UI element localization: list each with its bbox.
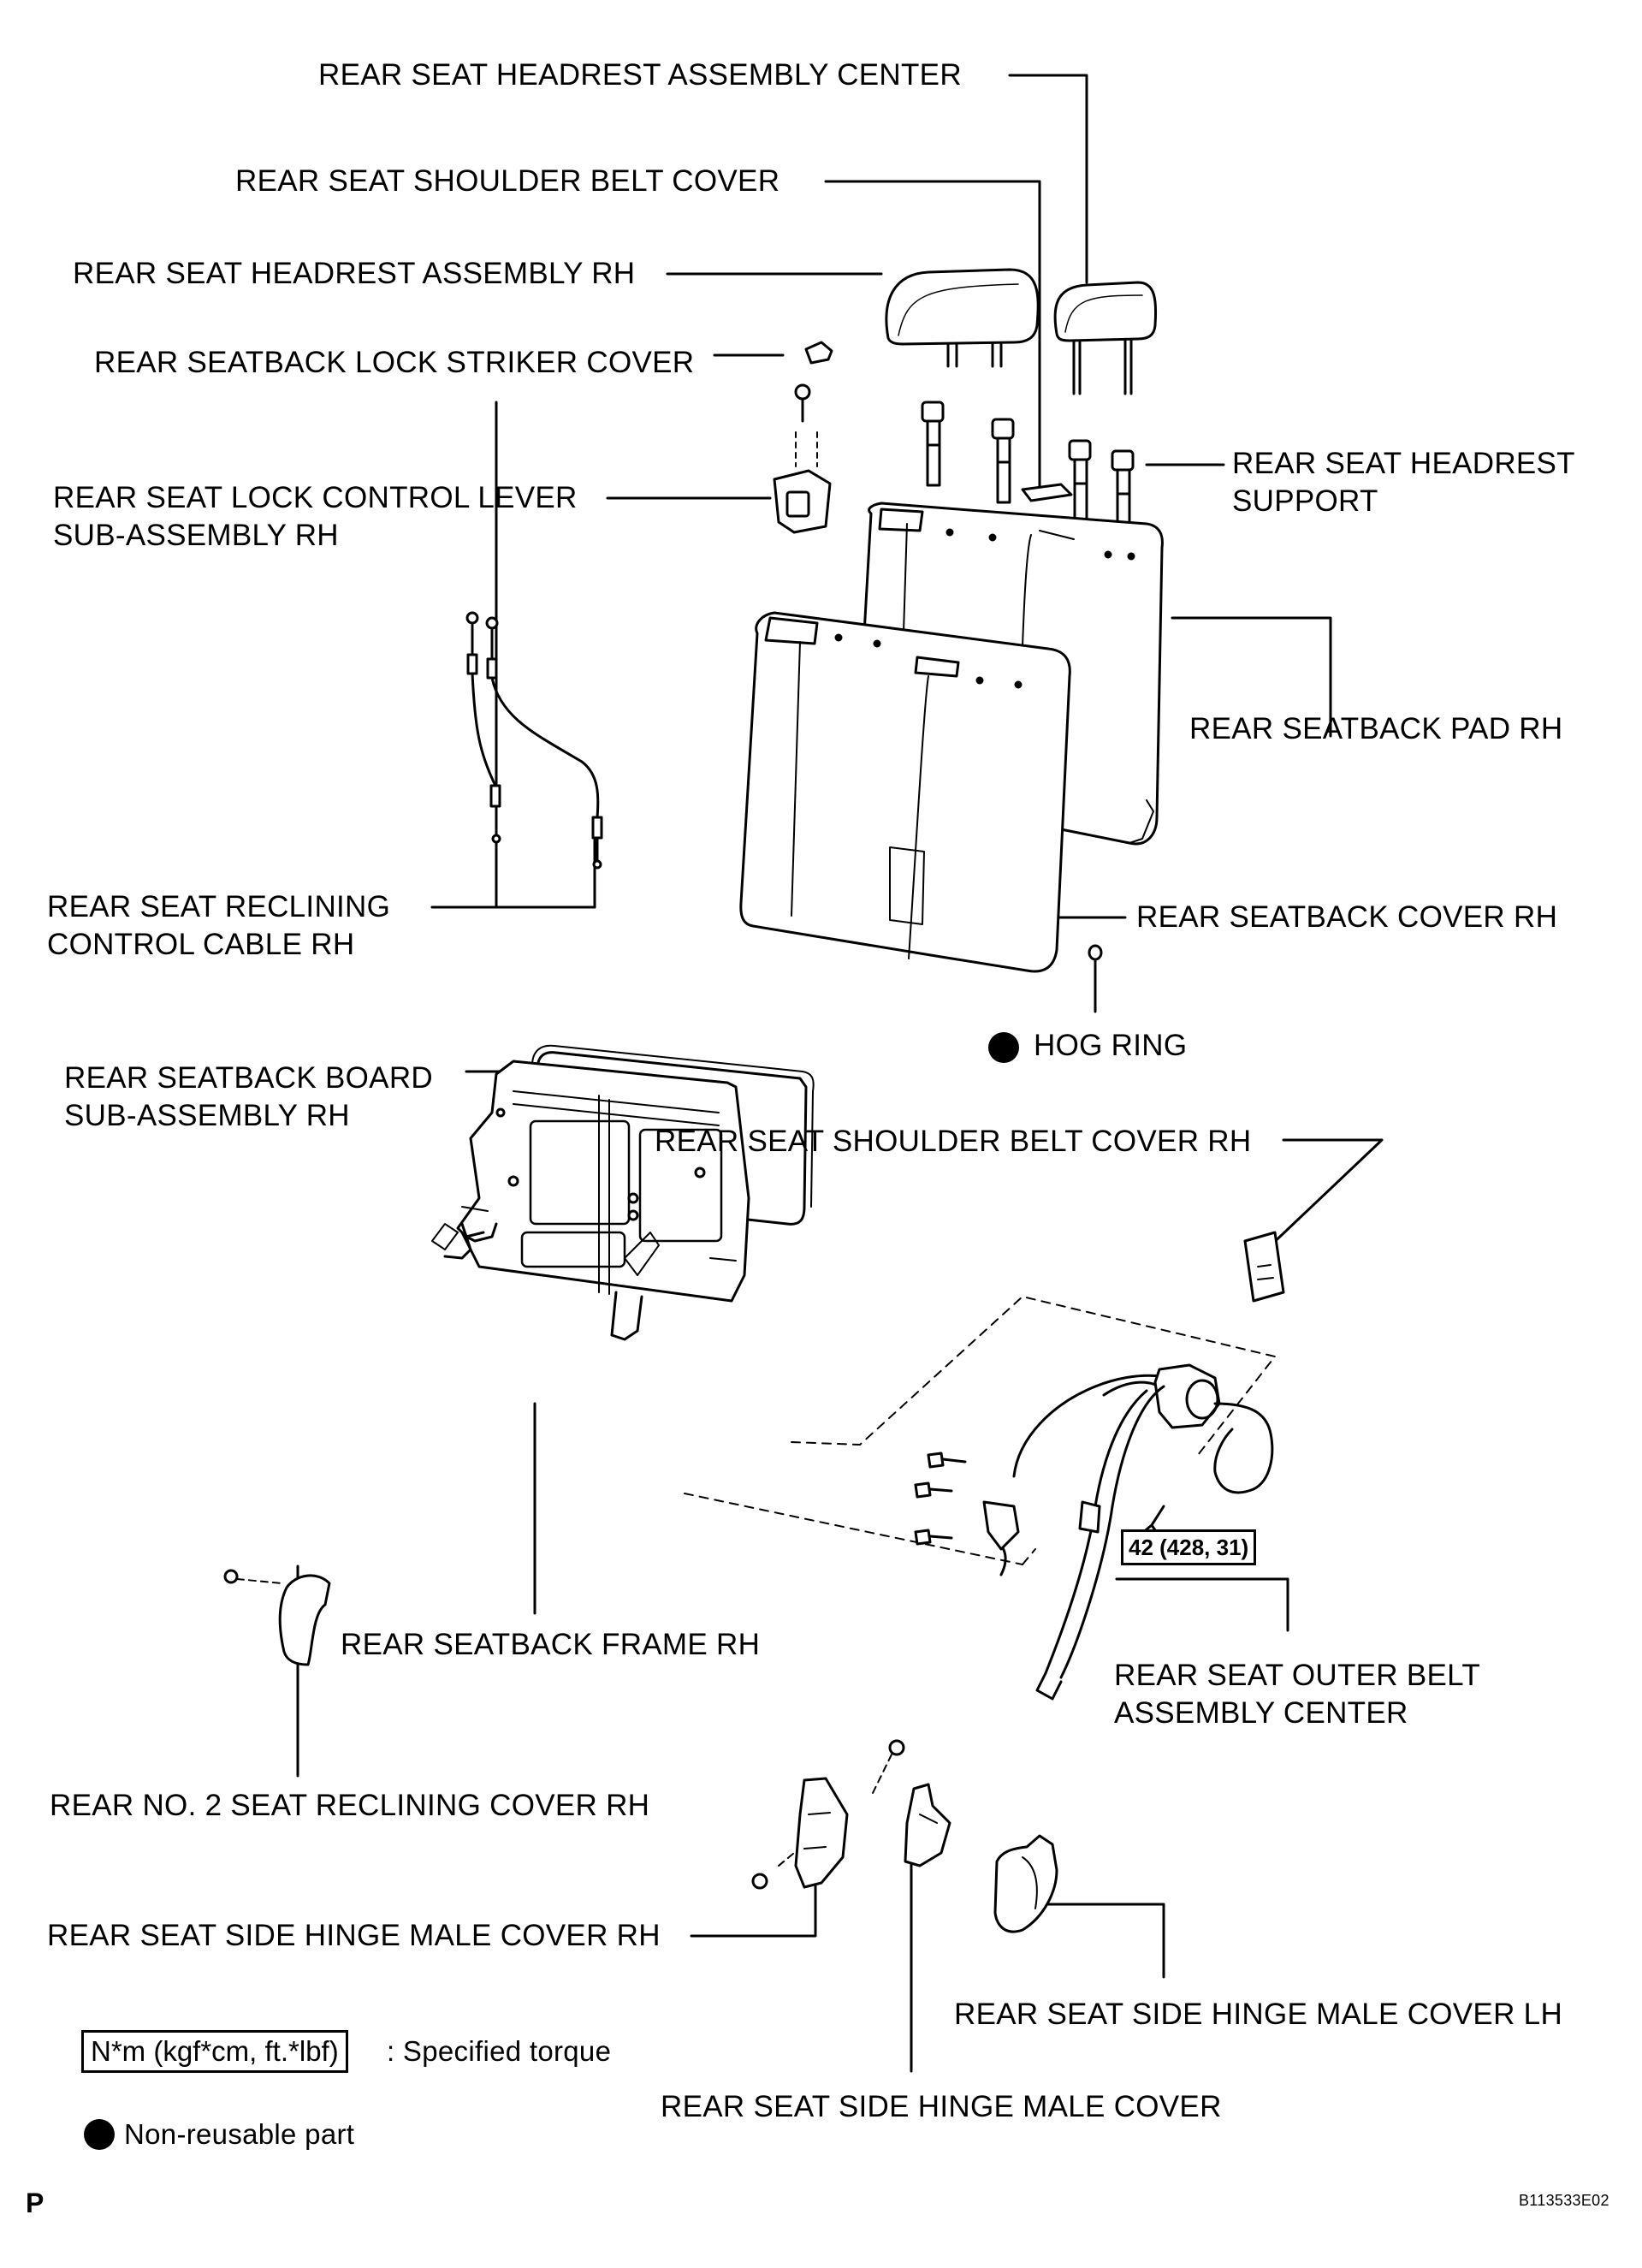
non-reusable-dot-icon <box>988 1032 1019 1063</box>
seatback-cover-part <box>739 611 1071 973</box>
legend-torque-box: N*m (kgf*cm, ft.*lbf) <box>81 2030 348 2073</box>
legend-torque-desc: : Specified torque <box>387 2035 612 2067</box>
legend-non-reusable-dot-icon <box>84 2119 115 2150</box>
lock-striker-cover-part <box>804 341 833 365</box>
figure-id: B113533E02 <box>1519 2192 1609 2209</box>
reclining-cable-part <box>465 611 603 870</box>
label-outer-belt-line1: REAR SEAT OUTER BELT <box>1114 1659 1481 1692</box>
lock-control-lever-part <box>773 383 832 534</box>
legend-non-reusable: Non-reusable part <box>124 2118 355 2150</box>
headrest-center <box>1053 281 1158 395</box>
label-reclining-cable-line1: REAR SEAT RECLINING <box>47 890 391 923</box>
label-hog-ring: HOG RING <box>1034 1029 1188 1062</box>
label-headrest-support: REAR SEAT HEADREST SUPPORT <box>1232 445 1575 520</box>
hinge-cover-rh-part <box>751 1739 905 1890</box>
label-headrest-rh: REAR SEAT HEADREST ASSEMBLY RH <box>73 257 636 290</box>
headrest-supports <box>921 401 1135 536</box>
label-seatback-board-line2: SUB-ASSEMBLY RH <box>64 1099 350 1132</box>
label-lock-control-lever-line2: SUB-ASSEMBLY RH <box>53 519 339 552</box>
hinge-cover-lh-part <box>993 1834 1058 1933</box>
label-seatback-board: REAR SEATBACK BOARD SUB-ASSEMBLY RH <box>64 1060 433 1135</box>
label-lock-control-lever-line1: REAR SEAT LOCK CONTROL LEVER <box>53 481 578 514</box>
label-reclining-cover: REAR NO. 2 SEAT RECLINING COVER RH <box>50 1789 650 1822</box>
label-seatback-pad: REAR SEATBACK PAD RH <box>1189 712 1563 745</box>
hog-ring-part <box>1088 944 1103 961</box>
dashed-alignment-lines <box>684 1296 1276 1565</box>
label-lock-control-lever: REAR SEAT LOCK CONTROL LEVER SUB-ASSEMBL… <box>53 479 578 555</box>
shoulder-belt-cover-part <box>1021 483 1073 502</box>
label-headrest-support-line2: SUPPORT <box>1232 484 1378 518</box>
torque-value-box: 42 (428, 31) <box>1121 1529 1257 1565</box>
label-shoulder-belt-cover-rh: REAR SEAT SHOULDER BELT COVER RH <box>655 1125 1252 1158</box>
label-reclining-cable-line2: CONTROL CABLE RH <box>47 928 355 961</box>
outer-belt-part <box>982 1363 1274 1701</box>
seatback-board-frame-part <box>431 1044 815 1341</box>
label-hinge-cover: REAR SEAT SIDE HINGE MALE COVER <box>661 2090 1222 2123</box>
shoulder-belt-cover-rh-part <box>1243 1231 1285 1303</box>
headrest-rh <box>885 268 1040 368</box>
label-seatback-frame: REAR SEATBACK FRAME RH <box>341 1628 761 1661</box>
page-mark: P <box>26 2188 44 2218</box>
hinge-cover-part <box>904 1783 951 1867</box>
label-headrest-center: REAR SEAT HEADREST ASSEMBLY CENTER <box>318 58 962 92</box>
label-headrest-support-line1: REAR SEAT HEADREST <box>1232 447 1575 480</box>
label-seatback-board-line1: REAR SEATBACK BOARD <box>64 1061 433 1095</box>
reclining-cover-part <box>223 1569 331 1666</box>
label-seatback-cover: REAR SEATBACK COVER RH <box>1136 900 1558 934</box>
label-lock-striker-cover: REAR SEATBACK LOCK STRIKER COVER <box>94 346 695 379</box>
label-reclining-cable: REAR SEAT RECLINING CONTROL CABLE RH <box>47 888 390 964</box>
label-hinge-cover-rh: REAR SEAT SIDE HINGE MALE COVER RH <box>47 1919 661 1952</box>
label-hinge-cover-lh: REAR SEAT SIDE HINGE MALE COVER LH <box>954 1998 1563 2031</box>
label-shoulder-belt-cover: REAR SEAT SHOULDER BELT COVER <box>235 164 780 198</box>
label-outer-belt: REAR SEAT OUTER BELT ASSEMBLY CENTER <box>1114 1657 1480 1732</box>
label-outer-belt-line2: ASSEMBLY CENTER <box>1114 1696 1408 1730</box>
